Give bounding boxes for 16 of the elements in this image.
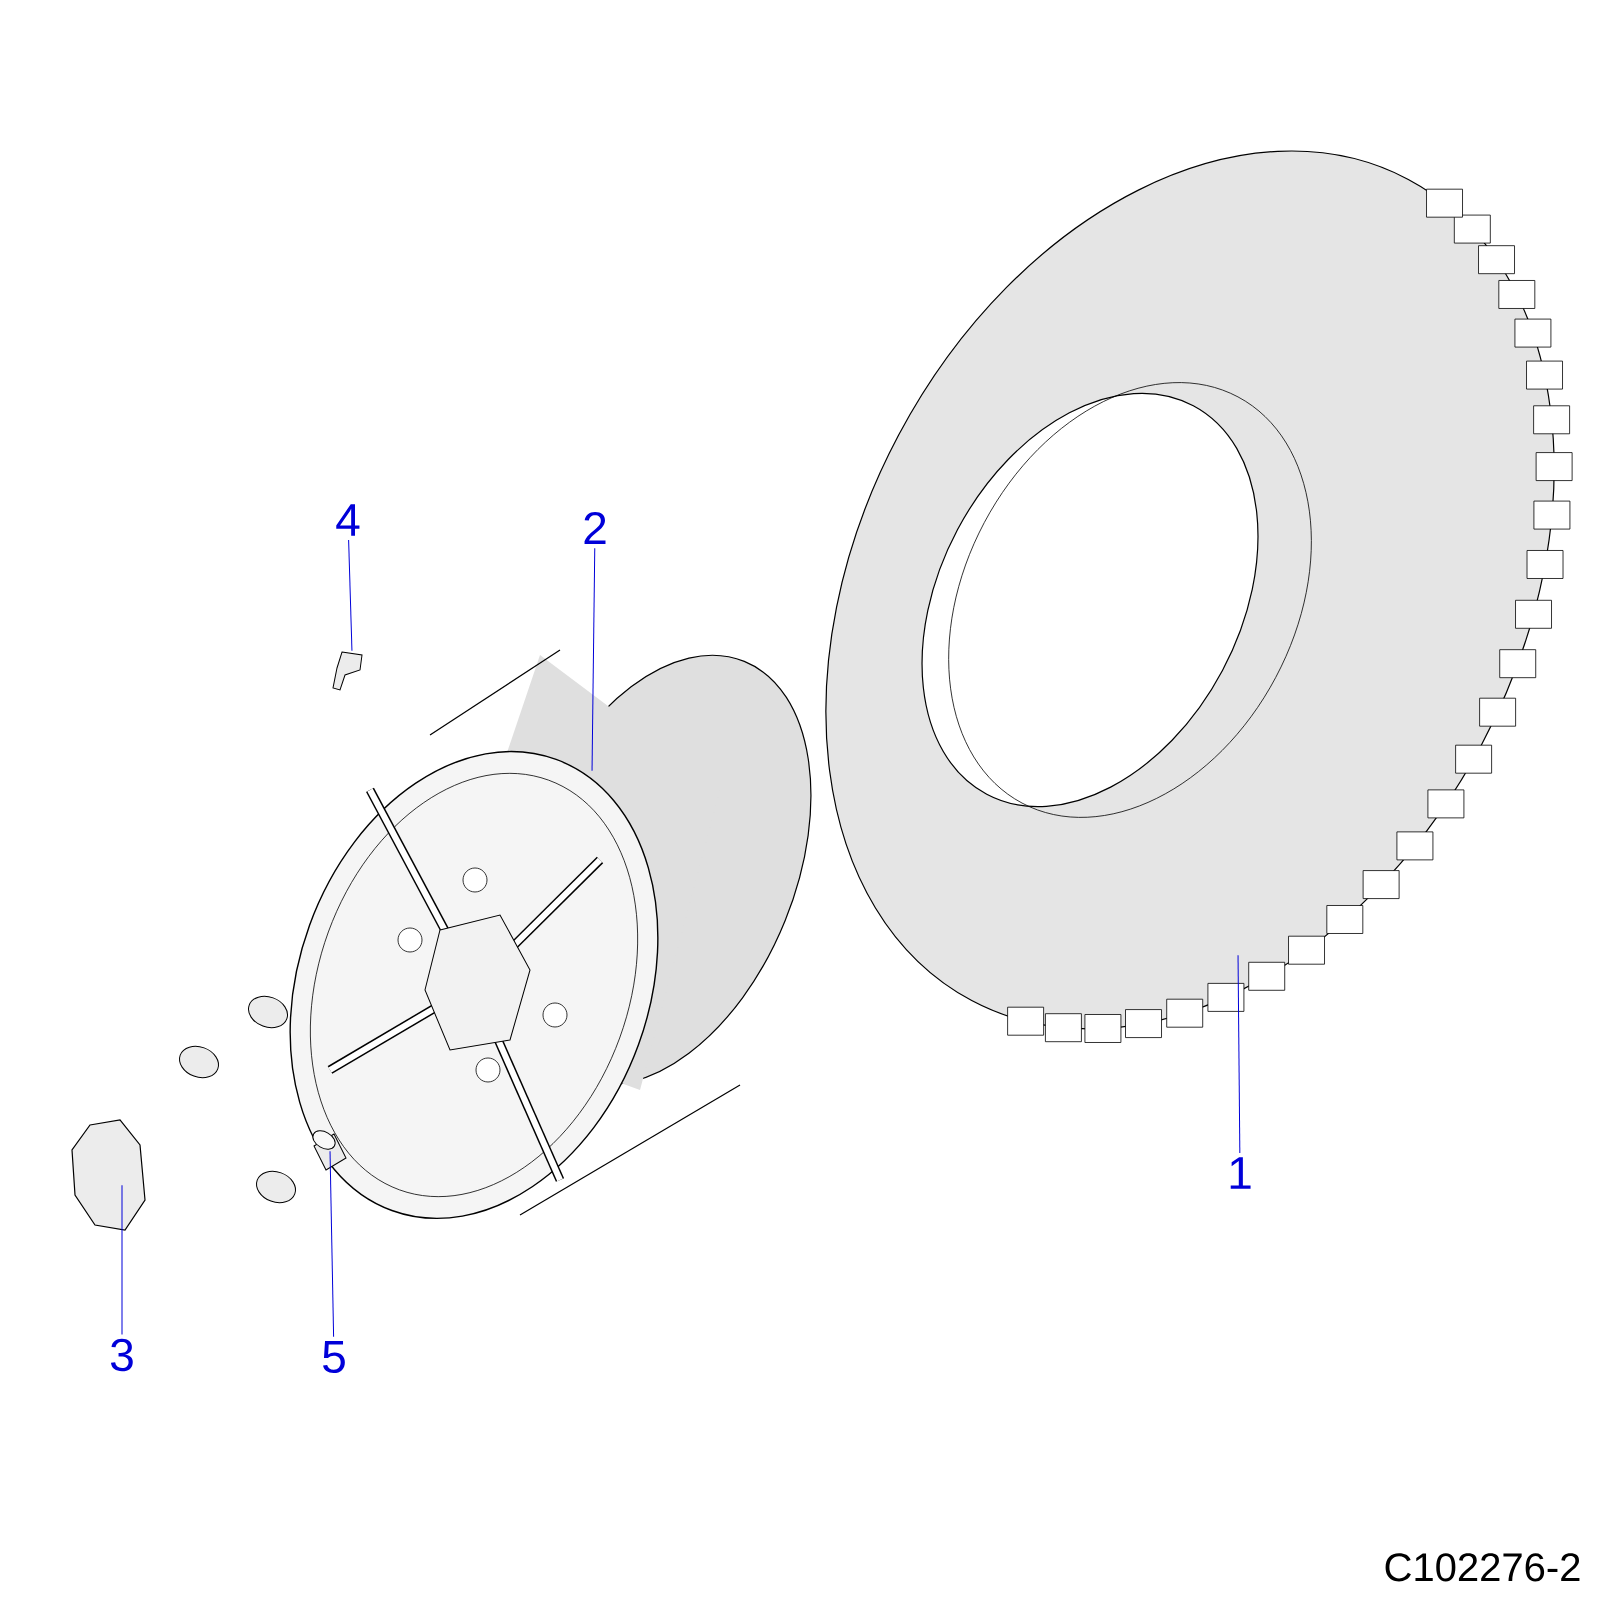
leader-line xyxy=(121,1184,123,1335)
leader-line xyxy=(591,547,596,772)
leader-line xyxy=(1237,954,1241,1154)
callout-number: 2 xyxy=(584,511,606,545)
lug-nut-drawing xyxy=(312,1130,347,1171)
tire-drawing xyxy=(825,150,1573,1043)
callout-number: 5 xyxy=(323,1340,345,1374)
center-cap-drawing xyxy=(71,1119,146,1231)
callout-number: 4 xyxy=(336,504,360,536)
callout-number: 1 xyxy=(1230,1157,1251,1189)
leader-line xyxy=(348,539,353,652)
callout-number: 3 xyxy=(110,1338,133,1372)
leader-line xyxy=(329,1150,335,1338)
valve-stem-drawing xyxy=(332,651,363,691)
wheel-rim-drawing xyxy=(289,649,812,1220)
drawing-number: C102276-2 xyxy=(1385,1553,1580,1582)
